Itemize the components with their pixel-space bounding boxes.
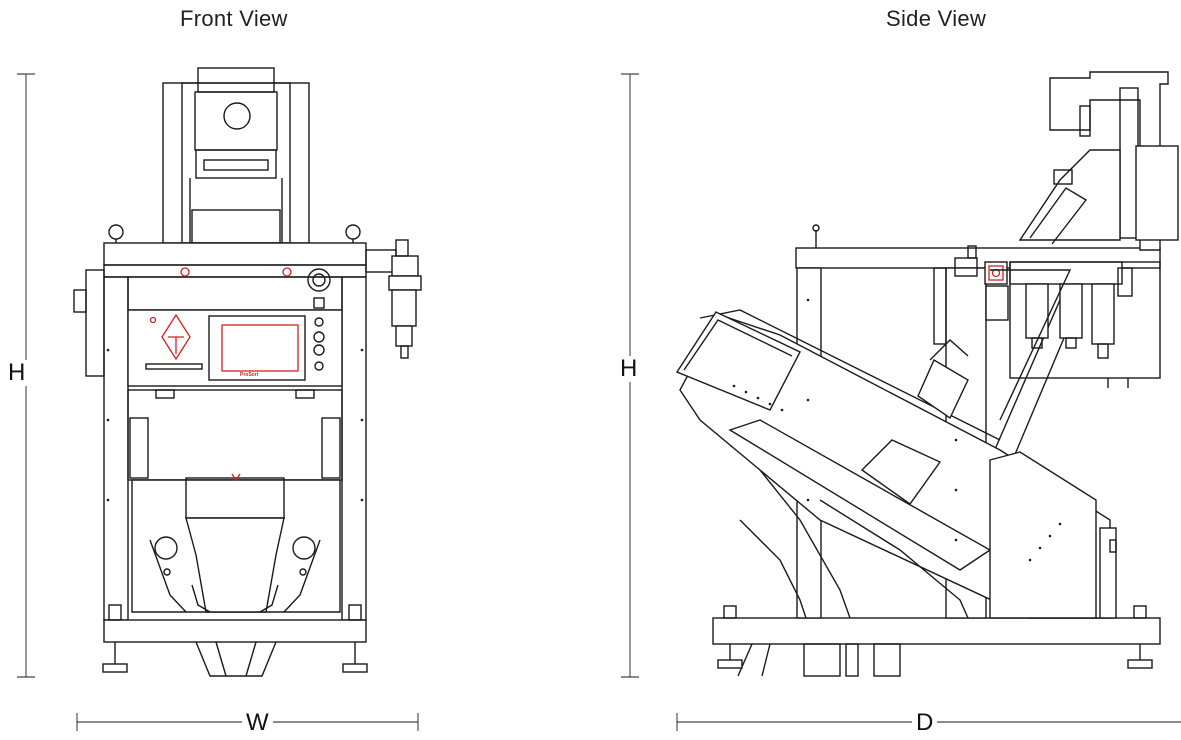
side-depth-label: D	[912, 710, 938, 736]
front-width-label: W	[242, 710, 273, 736]
side-view-title: Side View	[886, 6, 987, 31]
front-view-machine	[73, 67, 422, 677]
side-height-label: H	[616, 356, 642, 382]
panel-logo: ProSort	[240, 372, 259, 378]
front-view-title: Front View	[180, 6, 288, 31]
front-height-label: H	[4, 360, 30, 386]
side-view-machine	[675, 71, 1179, 677]
